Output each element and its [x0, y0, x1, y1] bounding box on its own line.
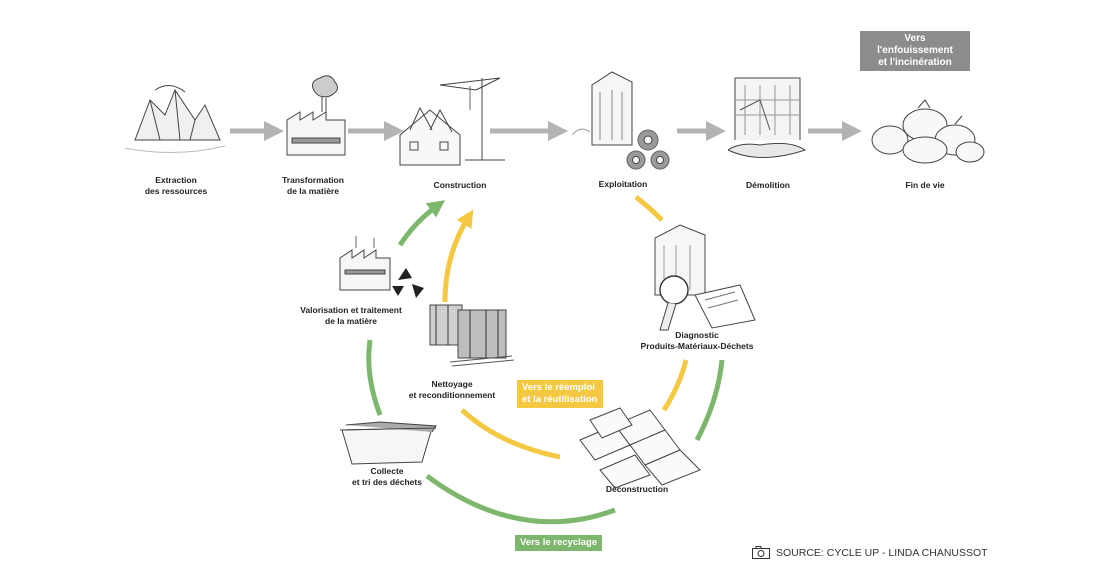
stage-label-demolition: Démolition	[746, 180, 790, 190]
pallets-icon	[429, 304, 515, 367]
recycling-arc-collecte-to-valorisation	[366, 339, 383, 416]
landfill-tag: Vers l'enfouissement et l'incinération	[860, 31, 970, 71]
demolished-building-icon	[727, 77, 807, 158]
reuse-loop	[442, 195, 689, 460]
reuse-arc-deconstruction-to-nettoyage	[460, 408, 561, 460]
factory-icon	[286, 75, 346, 156]
node-label-diagnostic: Diagnostic Produits-Matériaux-Déchets	[640, 330, 754, 351]
recycling-arc-valorisation-to-construction	[397, 200, 446, 247]
source-credit: SOURCE: CYCLE UP - LINDA CHANUSSOT	[752, 546, 988, 559]
building-gears-icon	[571, 71, 670, 170]
recycling-arc-diagnostic-to-deconstruction	[694, 359, 725, 442]
magnifier-building-icon	[654, 224, 756, 331]
construction-crane-house-icon	[399, 77, 505, 166]
rocks-mining-icon	[124, 85, 226, 154]
source-text: SOURCE: CYCLE UP - LINDA CHANUSSOT	[776, 546, 988, 559]
node-label-nettoyage: Nettoyage et reconditionnement	[408, 379, 496, 400]
recycling-arc-deconstruction-to-collecte	[425, 473, 616, 525]
dumpster-icon	[339, 421, 437, 465]
camera-icon	[752, 546, 770, 559]
stage-label-transformation: Transformation de la matière	[282, 175, 344, 196]
recycle-symbol-icon	[392, 268, 424, 298]
reuse-tag: Vers le réemploi et la réutilisation	[517, 380, 603, 408]
stage-label-extraction: Extraction des ressources	[144, 175, 208, 196]
recycling-tag: Vers le recyclage	[515, 535, 603, 551]
stacked-bricks-icon	[579, 407, 701, 489]
reuse-arc-exploitation-to-diagnostic	[634, 195, 664, 222]
recycling-loop	[366, 200, 725, 525]
garbage-bags-icon	[871, 99, 985, 164]
node-label-valorisation: Valorisation et traitement de la matière	[300, 305, 402, 326]
stage-label-fin-de-vie: Fin de vie	[905, 180, 945, 190]
stage-label-construction: Construction	[433, 180, 487, 190]
recycling-factory-icon	[339, 236, 424, 298]
node-label-collecte: Collecte et tri des déchets	[352, 466, 422, 487]
reuse-arc-nettoyage-to-construction	[442, 209, 474, 303]
stage-label-exploitation: Exploitation	[598, 179, 648, 189]
node-label-deconstruction: Déconstruction	[605, 484, 669, 494]
reuse-arc-diagnostic-to-deconstruction	[661, 359, 689, 412]
